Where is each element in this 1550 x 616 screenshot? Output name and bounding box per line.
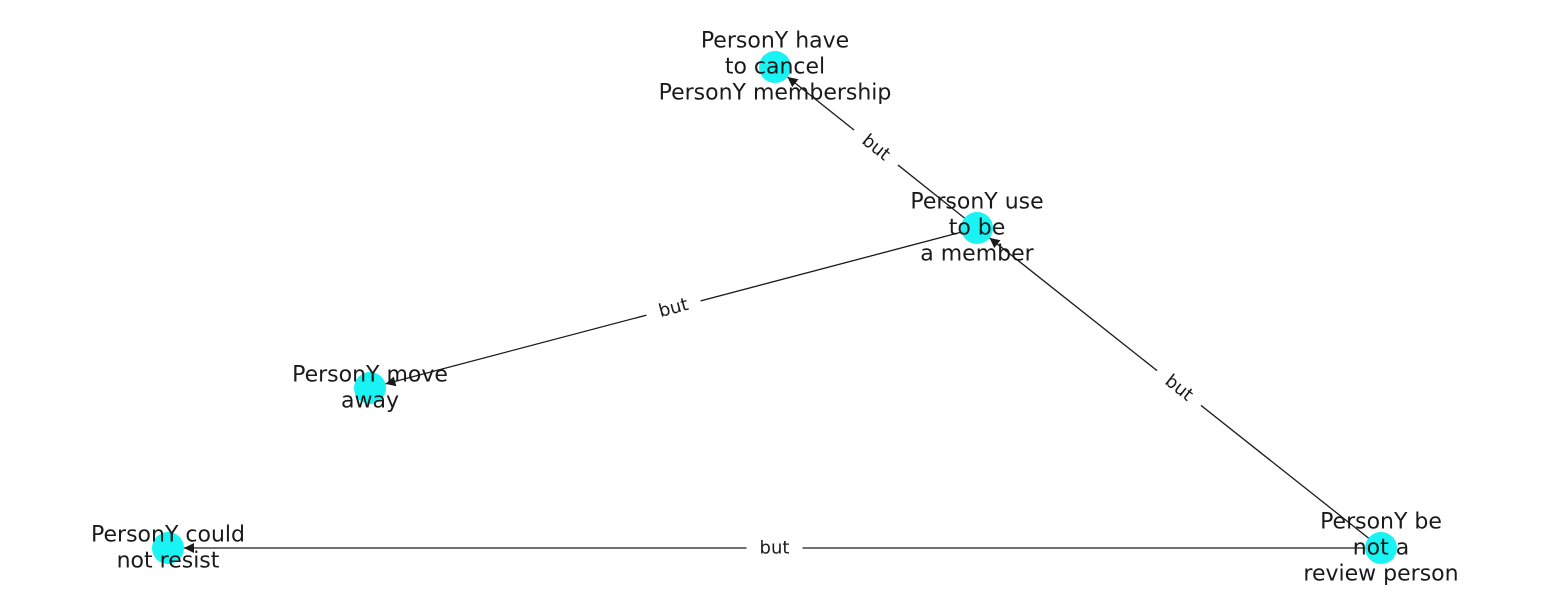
node-could_not_resist	[152, 532, 184, 564]
edge-label: but	[760, 538, 790, 559]
nodes-layer	[152, 51, 1397, 564]
node-not_review_person	[1365, 532, 1397, 564]
node-label-move_away: PersonY move	[292, 363, 448, 388]
edge-label-background	[1148, 359, 1210, 417]
edge-label-background	[845, 119, 907, 176]
edge-label-group: but	[1148, 359, 1210, 417]
edge-label-group: but	[845, 119, 907, 176]
edge-label-background	[642, 287, 705, 329]
node-label-not_review_person: review person	[1303, 562, 1458, 587]
node-label-have_to_cancel: PersonY have	[701, 29, 849, 54]
edge-label-group: but	[642, 287, 705, 329]
node-label-use_to_be_member: a member	[920, 242, 1034, 267]
node-label-use_to_be_member: to be	[949, 216, 1006, 241]
node-label-use_to_be_member: PersonY use	[910, 190, 1043, 215]
node-use_to_be_member	[961, 212, 993, 244]
edges-layer	[184, 76, 1382, 553]
edge-label-background	[746, 534, 803, 562]
node-label-could_not_resist: not resist	[117, 549, 220, 574]
node-label-have_to_cancel: PersonY membership	[659, 81, 892, 106]
edge-label-group: but	[746, 534, 803, 562]
node-label-not_review_person: not a	[1353, 536, 1410, 561]
node-label-have_to_cancel: to cancel	[725, 55, 825, 80]
node-label-not_review_person: PersonY be	[1320, 510, 1442, 535]
node-label-could_not_resist: PersonY could	[91, 523, 245, 548]
node-have_to_cancel	[759, 51, 791, 83]
edge-labels-layer: but but but but	[642, 119, 1210, 562]
node-move_away	[354, 372, 386, 404]
node-label-move_away: away	[341, 389, 399, 414]
